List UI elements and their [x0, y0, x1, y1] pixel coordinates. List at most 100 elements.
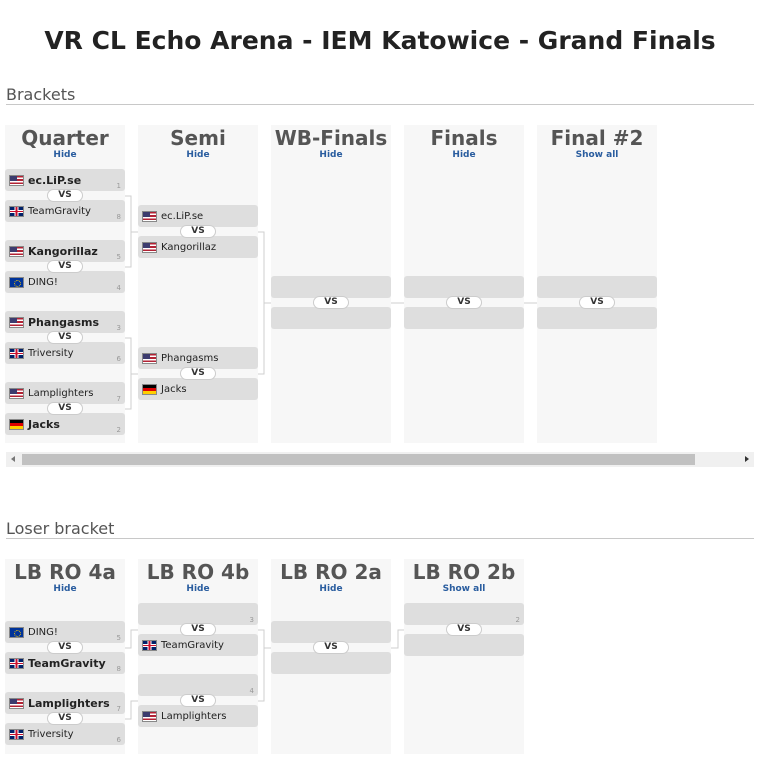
team-name: Kangorillaz [28, 244, 98, 258]
semi-slot-3[interactable]: Phangasms [138, 347, 258, 369]
loser-bracket-heading: Loser bracket [6, 519, 115, 538]
toggle-semi[interactable]: Hide [186, 150, 210, 160]
match-vs-button[interactable]: VS [313, 296, 349, 309]
match-vs-button[interactable]: VS [47, 712, 83, 725]
final-2-slot-1[interactable] [537, 276, 657, 298]
round-title-finals: Finals [430, 126, 498, 150]
toggle-lb-ro2a[interactable]: Hide [319, 584, 343, 594]
team-name: TeamGravity [28, 205, 91, 217]
quarter-slot-8[interactable]: Jacks 2 [5, 413, 125, 435]
team-name: TeamGravity [28, 656, 106, 670]
lb-ro2a-slot-1[interactable] [271, 621, 391, 643]
seed-number: 2 [116, 426, 121, 434]
round-title-lb-ro4b: LB RO 4b [146, 560, 250, 584]
us-flag-icon [142, 241, 157, 253]
wb-finals-slot-1[interactable] [271, 276, 391, 298]
seed-number: 7 [116, 705, 121, 713]
seed-number: 3 [249, 616, 254, 624]
quarter-slot-5[interactable]: Phangasms 3 [5, 311, 125, 333]
match-vs-button[interactable]: VS [180, 225, 216, 238]
team-name: ec.LiP.se [161, 210, 204, 222]
us-flag-icon [9, 316, 24, 328]
quarter-slot-2[interactable]: TeamGravity 8 [5, 200, 125, 222]
match-vs-button[interactable]: VS [47, 331, 83, 344]
toggle-final-2[interactable]: Show all [575, 150, 619, 160]
team-name: Jacks [161, 383, 187, 395]
quarter-slot-3[interactable]: Kangorillaz 5 [5, 240, 125, 262]
lb-ro2b-slot-2[interactable] [404, 634, 524, 656]
eu-flag-icon [9, 626, 24, 638]
lb-ro4a-slot-1[interactable]: DING! 5 [5, 621, 125, 643]
match-vs-button[interactable]: VS [313, 641, 349, 654]
lb-ro4a-slot-2[interactable]: TeamGravity 8 [5, 652, 125, 674]
team-name: TeamGravity [161, 639, 224, 651]
round-title-lb-ro4a: LB RO 4a [14, 560, 116, 584]
match-vs-button[interactable]: VS [446, 623, 482, 636]
toggle-quarter[interactable]: Hide [53, 150, 77, 160]
team-name: ec.LiP.se [28, 173, 82, 187]
finals-slot-1[interactable] [404, 276, 524, 298]
team-name: Triversity [28, 347, 74, 359]
round-title-lb-ro2a: LB RO 2a [280, 560, 382, 584]
wb-finals-slot-2[interactable] [271, 307, 391, 329]
lb-ro4b-slot-1[interactable]: 3 [138, 603, 258, 625]
match-vs-button[interactable]: VS [579, 296, 615, 309]
match-vs-button[interactable]: VS [180, 367, 216, 380]
finals-slot-2[interactable] [404, 307, 524, 329]
round-column-lb-ro2b [404, 559, 524, 754]
team-name: Lamplighters [161, 710, 227, 722]
lb-ro4a-slot-3[interactable]: Lamplighters 7 [5, 692, 125, 714]
toggle-lb-ro4b[interactable]: Hide [186, 584, 210, 594]
toggle-lb-ro2b[interactable]: Show all [442, 584, 486, 594]
match-vs-button[interactable]: VS [180, 694, 216, 707]
semi-slot-4[interactable]: Jacks [138, 378, 258, 400]
match-vs-button[interactable]: VS [47, 260, 83, 273]
loser-bracket-divider [6, 538, 754, 539]
team-name: Lamplighters [28, 696, 110, 710]
final-2-slot-2[interactable] [537, 307, 657, 329]
match-vs-button[interactable]: VS [47, 641, 83, 654]
lb-ro4a-slot-4[interactable]: Triversity 6 [5, 723, 125, 745]
lb-ro2b-slot-1[interactable]: 2 [404, 603, 524, 625]
team-name: Triversity [28, 728, 74, 740]
semi-slot-1[interactable]: ec.LiP.se [138, 205, 258, 227]
lb-ro4b-slot-3[interactable]: 4 [138, 674, 258, 696]
match-vs-button[interactable]: VS [47, 402, 83, 415]
seed-number: 8 [116, 665, 121, 673]
team-name: Phangasms [28, 315, 100, 329]
lb-ro4b-slot-2[interactable]: TeamGravity [138, 634, 258, 656]
round-title-wb-finals: WB-Finals [274, 126, 388, 150]
us-flag-icon [142, 352, 157, 364]
seed-number: 8 [116, 213, 121, 221]
round-title-quarter: Quarter [21, 126, 109, 150]
round-title-final-2: Final #2 [550, 126, 644, 150]
toggle-finals[interactable]: Hide [452, 150, 476, 160]
eu-flag-icon [9, 276, 24, 288]
seed-number: 4 [116, 284, 121, 292]
quarter-slot-7[interactable]: Lamplighters 7 [5, 382, 125, 404]
lb-ro4b-slot-4[interactable]: Lamplighters [138, 705, 258, 727]
toggle-lb-ro4a[interactable]: Hide [53, 584, 77, 594]
de-flag-icon [142, 383, 157, 395]
gb-flag-icon [9, 728, 24, 740]
match-vs-button[interactable]: VS [446, 296, 482, 309]
horizontal-scrollbar[interactable] [6, 452, 754, 467]
toggle-wb-finals[interactable]: Hide [319, 150, 343, 160]
scroll-right-icon[interactable] [739, 452, 754, 467]
lb-ro2a-slot-2[interactable] [271, 652, 391, 674]
us-flag-icon [9, 245, 24, 257]
quarter-slot-1[interactable]: ec.LiP.se 1 [5, 169, 125, 191]
scroll-left-icon[interactable] [6, 452, 21, 467]
quarter-slot-6[interactable]: Triversity 6 [5, 342, 125, 364]
quarter-slot-4[interactable]: DING! 4 [5, 271, 125, 293]
scrollbar-thumb[interactable] [22, 454, 695, 465]
team-name: DING! [28, 276, 58, 288]
seed-number: 2 [515, 616, 520, 624]
match-vs-button[interactable]: VS [180, 623, 216, 636]
gb-flag-icon [9, 657, 24, 669]
gb-flag-icon [9, 205, 24, 217]
seed-number: 6 [116, 355, 121, 363]
brackets-divider [6, 104, 754, 105]
semi-slot-2[interactable]: Kangorillaz [138, 236, 258, 258]
match-vs-button[interactable]: VS [47, 189, 83, 202]
